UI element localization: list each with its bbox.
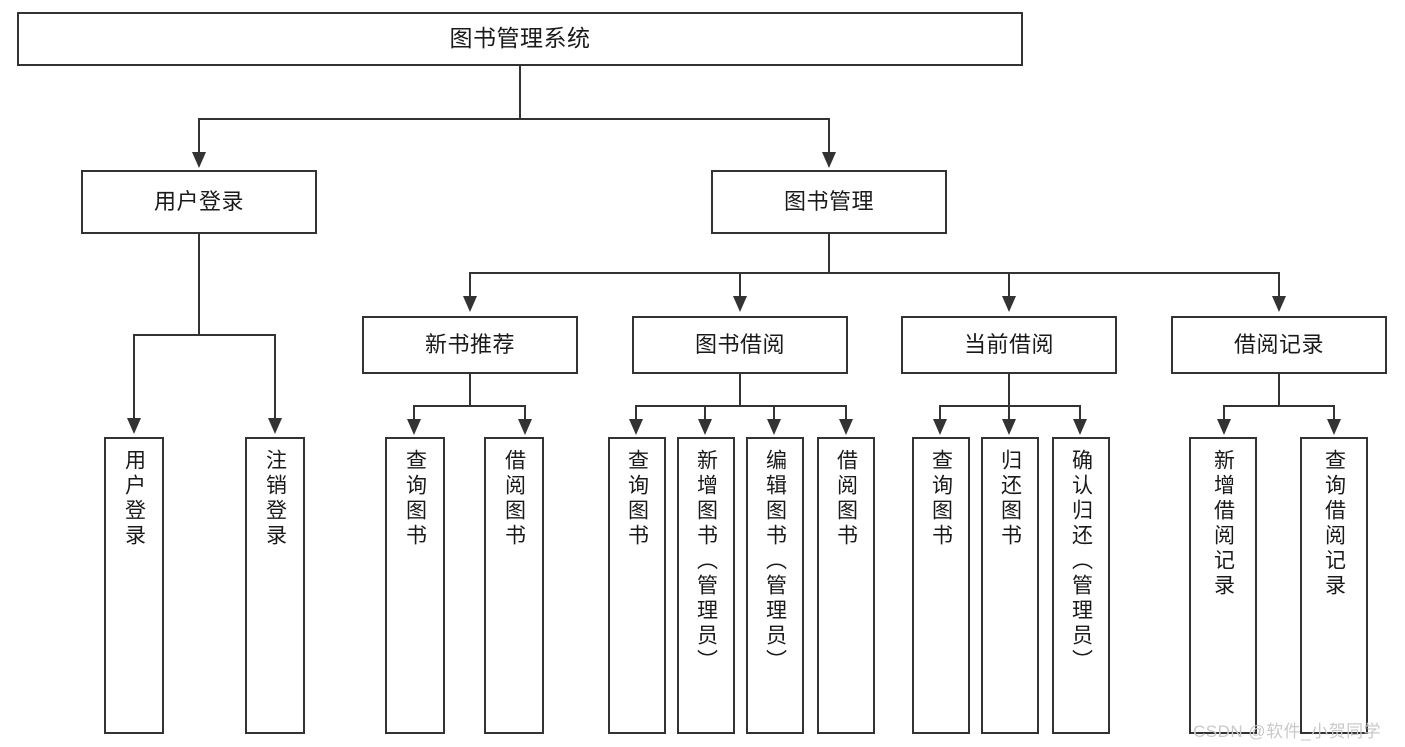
edge-nbr-drop-1 — [413, 405, 415, 421]
arrow-to-leaf-borrow-book-1 — [518, 419, 532, 435]
edge-nbr-drop-2 — [524, 405, 526, 421]
node-label: 注销登录 — [263, 449, 287, 549]
arrow-root-to-user-login — [192, 152, 206, 168]
edge-bb-drop-2 — [704, 405, 706, 421]
edge-bb-stem — [739, 374, 741, 406]
node-leaf-confirm-return[interactable]: 确认归还（管理员） — [1052, 437, 1110, 734]
edge-br-bus — [1223, 405, 1335, 407]
node-new-book-recommend[interactable]: 新书推荐 — [362, 316, 578, 374]
edge-bb-bus — [635, 405, 847, 407]
edge-bb-drop-3 — [773, 405, 775, 421]
arrow-to-leaf-user-login — [127, 418, 141, 434]
node-label: 新书推荐 — [424, 332, 515, 358]
edge-cb-drop-3 — [1079, 405, 1081, 421]
edge-user-login-drop-1 — [133, 334, 135, 420]
node-label: 查询借阅记录 — [1322, 449, 1346, 599]
node-book-management[interactable]: 图书管理 — [711, 170, 947, 234]
edge-cb-stem — [1008, 374, 1010, 406]
edge-user-login-drop-2 — [274, 334, 276, 420]
node-leaf-query-book-borrow[interactable]: 查询图书 — [608, 437, 666, 734]
arrow-to-leaf-query-book-2 — [629, 419, 643, 435]
edge-bb-drop-4 — [845, 405, 847, 421]
node-label: 归还图书 — [998, 449, 1022, 549]
edge-root-to-book-management — [828, 118, 830, 154]
arrow-to-new-book-recommend — [463, 296, 477, 312]
node-leaf-edit-book[interactable]: 编辑图书（管理员） — [746, 437, 804, 734]
edge-bm-drop-2 — [739, 272, 741, 298]
arrow-to-book-borrow — [733, 296, 747, 312]
node-label: 图书管理系统 — [449, 25, 591, 52]
arrow-to-leaf-borrow-book-2 — [839, 419, 853, 435]
node-label: 当前借阅 — [963, 332, 1054, 358]
node-leaf-add-borrow-record[interactable]: 新增借阅记录 — [1189, 437, 1257, 734]
node-leaf-return-book[interactable]: 归还图书 — [981, 437, 1039, 734]
node-book-borrow[interactable]: 图书借阅 — [632, 316, 848, 374]
node-label: 新增图书（管理员） — [694, 449, 718, 674]
node-label: 图书借阅 — [694, 332, 785, 358]
edge-book-management-stem — [828, 234, 830, 273]
edge-root-to-user-login — [198, 118, 200, 154]
arrow-to-leaf-edit-book — [767, 419, 781, 435]
arrow-to-leaf-query-book-1 — [407, 419, 421, 435]
edge-bm-drop-3 — [1008, 272, 1010, 298]
edge-br-stem — [1278, 374, 1280, 406]
node-leaf-borrow-book[interactable]: 借阅图书 — [817, 437, 875, 734]
node-label: 查询图书 — [929, 449, 953, 549]
arrow-to-leaf-return-book — [1002, 419, 1016, 435]
node-label: 编辑图书（管理员） — [763, 449, 787, 674]
node-label: 借阅记录 — [1233, 332, 1324, 358]
edge-nbr-bus — [413, 405, 526, 407]
edge-user-login-bus — [133, 334, 276, 336]
node-leaf-query-borrow-record[interactable]: 查询借阅记录 — [1300, 437, 1368, 734]
node-borrow-record[interactable]: 借阅记录 — [1171, 316, 1387, 374]
node-label: 借阅图书 — [834, 449, 858, 549]
edge-bm-drop-4 — [1278, 272, 1280, 298]
edge-cb-bus — [939, 405, 1081, 407]
node-label: 图书管理 — [783, 189, 874, 215]
node-leaf-user-login[interactable]: 用户登录 — [104, 437, 164, 734]
arrow-to-leaf-query-book-3 — [933, 419, 947, 435]
node-leaf-query-book-new-recommend[interactable]: 查询图书 — [385, 437, 445, 734]
node-root-book-management-system[interactable]: 图书管理系统 — [17, 12, 1023, 66]
edge-root-bus — [198, 118, 830, 120]
node-label: 确认归还（管理员） — [1069, 449, 1093, 674]
node-current-borrow[interactable]: 当前借阅 — [901, 316, 1117, 374]
edge-br-drop-2 — [1333, 405, 1335, 421]
arrow-to-current-borrow — [1002, 296, 1016, 312]
node-leaf-borrow-book-new-recommend[interactable]: 借阅图书 — [484, 437, 544, 734]
edge-br-drop-1 — [1223, 405, 1225, 421]
arrow-to-leaf-add-record — [1217, 419, 1231, 435]
edge-root-stem — [519, 66, 521, 119]
node-leaf-query-book-current[interactable]: 查询图书 — [912, 437, 970, 734]
edge-bb-drop-1 — [635, 405, 637, 421]
arrow-to-borrow-record — [1272, 296, 1286, 312]
node-label: 用户登录 — [153, 189, 244, 215]
edge-bm-drop-1 — [469, 272, 471, 298]
node-label: 用户登录 — [122, 449, 146, 549]
arrow-to-leaf-confirm-return — [1073, 419, 1087, 435]
node-leaf-add-book[interactable]: 新增图书（管理员） — [677, 437, 735, 734]
edge-cb-drop-2 — [1008, 405, 1010, 421]
edge-book-management-bus — [469, 272, 1280, 274]
arrow-to-leaf-user-logout — [268, 418, 282, 434]
edge-nbr-stem — [469, 374, 471, 406]
node-leaf-user-logout[interactable]: 注销登录 — [245, 437, 305, 734]
edge-user-login-stem — [198, 234, 200, 335]
node-user-login[interactable]: 用户登录 — [81, 170, 317, 234]
edge-cb-drop-1 — [939, 405, 941, 421]
node-label: 新增借阅记录 — [1211, 449, 1235, 599]
arrow-to-leaf-add-book — [698, 419, 712, 435]
node-label: 查询图书 — [625, 449, 649, 549]
node-label: 查询图书 — [403, 449, 427, 549]
arrow-to-leaf-query-record — [1327, 419, 1341, 435]
arrow-root-to-book-management — [822, 152, 836, 168]
node-label: 借阅图书 — [502, 449, 526, 549]
